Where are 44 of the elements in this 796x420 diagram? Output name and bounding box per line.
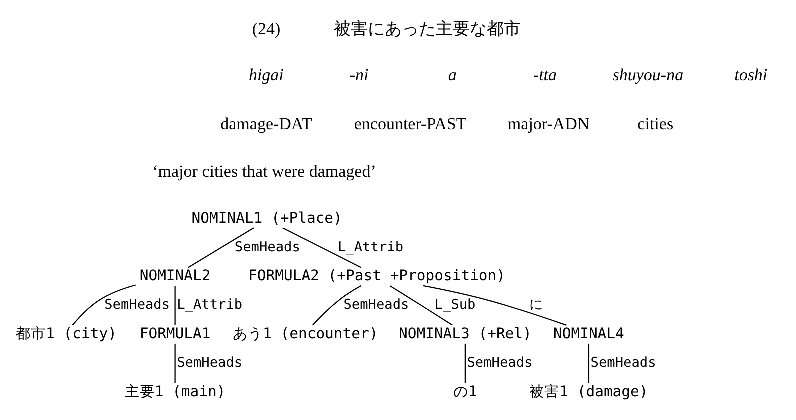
node-text: 主要1 (main)	[124, 382, 226, 400]
edge-label: SemHeads	[104, 296, 170, 313]
node-text: NOMINAL1 (+Place)	[192, 209, 342, 226]
edge-label: L_Attrib	[177, 296, 243, 313]
label: damage-DAT	[220, 114, 312, 133]
edge-label: SemHeads	[177, 354, 243, 371]
edge-label: SemHeads	[590, 354, 656, 371]
node-text: FORMULA1	[140, 324, 211, 342]
label: -ni	[350, 65, 369, 84]
node-text: NOMINAL2	[140, 267, 211, 284]
connector	[312, 284, 362, 326]
connector	[464, 343, 466, 383]
edge-label: L_Attrib	[338, 238, 404, 255]
label: major-ADN	[508, 114, 590, 133]
label: a	[448, 65, 457, 84]
connector	[174, 286, 176, 325]
node-text: FORMULA2 (+Past +Proposition)	[248, 267, 506, 284]
connector	[390, 285, 453, 326]
node-text: あう1 (encounter)	[233, 324, 378, 342]
label: -tta	[533, 65, 558, 84]
node-text: NOMINAL4	[554, 324, 624, 342]
label: higai	[248, 65, 284, 84]
connector	[423, 284, 567, 326]
connector	[588, 343, 590, 383]
label: 被害にあった主要な都市	[334, 18, 521, 38]
label: encounter-PAST	[354, 114, 467, 133]
label: cities	[638, 114, 674, 133]
edge-label: SemHeads	[467, 354, 533, 371]
label: ‘major cities that were damaged’	[152, 162, 376, 181]
connector	[174, 343, 176, 383]
edge-label: に	[529, 296, 544, 313]
connector	[282, 227, 362, 268]
node-text: NOMINAL3 (+Rel)	[398, 324, 532, 342]
label: (24)	[252, 18, 281, 38]
connector	[72, 284, 136, 326]
edge-label: SemHeads	[344, 296, 410, 313]
label: toshi	[734, 65, 768, 84]
edge-label: L_Sub	[434, 296, 476, 313]
node-text: 被害1 (damage)	[530, 382, 648, 400]
edge-label: SemHeads	[234, 238, 300, 255]
node-text: 都市1 (city)	[16, 324, 117, 342]
label: shuyou-na	[612, 65, 684, 84]
node-text: の1	[453, 382, 478, 400]
connector	[188, 227, 254, 268]
